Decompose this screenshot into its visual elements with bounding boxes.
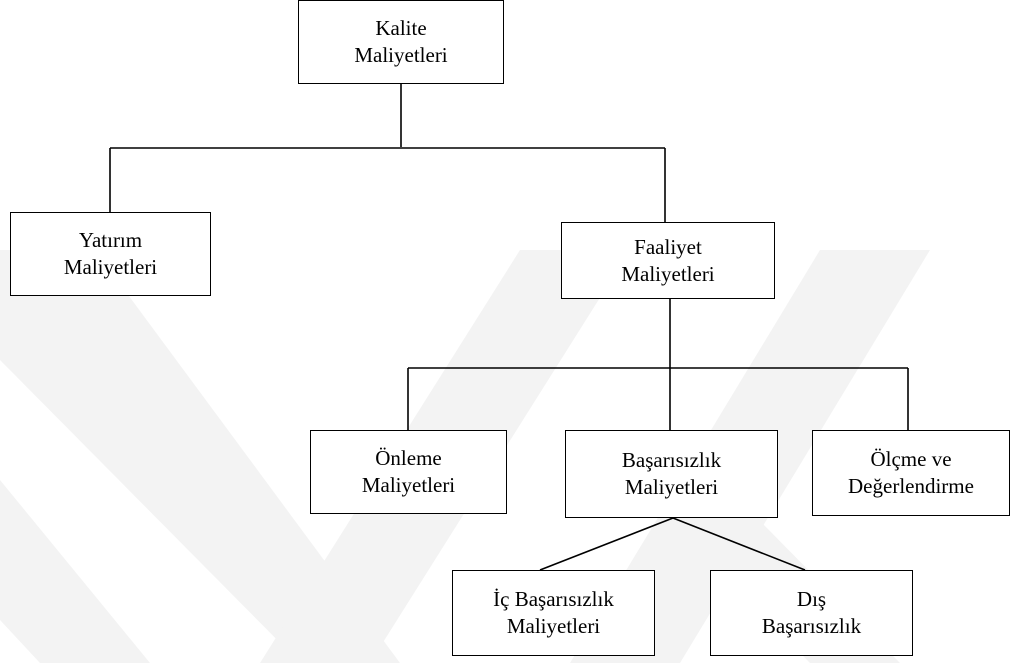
node-dis-basarisizlik-line2: Başarısızlık bbox=[761, 614, 862, 638]
node-basarisizlik-line1: Başarısızlık bbox=[621, 448, 722, 472]
node-onleme-label: Önleme Maliyetleri bbox=[362, 445, 455, 499]
node-yatirim-label: Yatırım Maliyetleri bbox=[64, 227, 157, 281]
node-olcme-degerlendirme: Ölçme ve Değerlendirme bbox=[812, 430, 1010, 516]
node-kalite-line1: Kalite bbox=[375, 16, 427, 40]
node-dis-basarisizlik-line1: Dış bbox=[796, 587, 827, 611]
node-ic-basarisizlik-maliyetleri: İç Başarısızlık Maliyetleri bbox=[452, 570, 655, 656]
node-dis-basarisizlik-label: Dış Başarısızlık bbox=[762, 586, 861, 640]
node-faaliyet-label: Faaliyet Maliyetleri bbox=[621, 234, 714, 288]
node-yatirim-line1: Yatırım bbox=[78, 228, 143, 252]
node-kalite-line2: Maliyetleri bbox=[354, 43, 448, 67]
node-olcme-line1: Ölçme ve bbox=[870, 447, 952, 471]
connector-to-ic-basarisizlik bbox=[539, 517, 674, 571]
node-olcme-label: Ölçme ve Değerlendirme bbox=[848, 446, 974, 500]
watermark-chevron-left-lower bbox=[0, 480, 150, 663]
node-kalite-label: Kalite Maliyetleri bbox=[354, 15, 447, 69]
node-onleme-line1: Önleme bbox=[375, 446, 442, 470]
node-basarisizlik-line2: Maliyetleri bbox=[624, 475, 719, 499]
node-basarisizlik-maliyetleri: Başarısızlık Maliyetleri bbox=[565, 430, 778, 518]
node-faaliyet-maliyetleri: Faaliyet Maliyetleri bbox=[561, 222, 775, 299]
node-onleme-maliyetleri: Önleme Maliyetleri bbox=[310, 430, 507, 514]
node-faaliyet-line1: Faaliyet bbox=[634, 234, 702, 259]
node-ic-basarisizlik-label: İç Başarısızlık Maliyetleri bbox=[493, 586, 614, 640]
node-basarisizlik-label: Başarısızlık Maliyetleri bbox=[622, 447, 721, 501]
node-onleme-line2: Maliyetleri bbox=[361, 473, 456, 497]
watermark-chevron-left bbox=[0, 250, 400, 663]
node-yatirim-line2: Maliyetleri bbox=[63, 255, 158, 279]
node-ic-basarisizlik-line1: İç Başarısızlık bbox=[493, 587, 614, 611]
node-kalite-maliyetleri: Kalite Maliyetleri bbox=[298, 0, 504, 84]
connector-to-dis-basarisizlik bbox=[672, 517, 806, 571]
node-dis-basarisizlik: Dış Başarısızlık bbox=[710, 570, 913, 656]
node-ic-basarisizlik-line2: Maliyetleri bbox=[506, 614, 601, 638]
node-olcme-line2: Değerlendirme bbox=[848, 474, 974, 498]
node-yatirim-maliyetleri: Yatırım Maliyetleri bbox=[10, 212, 211, 296]
node-faaliyet-line2: Maliyetleri bbox=[621, 261, 715, 286]
